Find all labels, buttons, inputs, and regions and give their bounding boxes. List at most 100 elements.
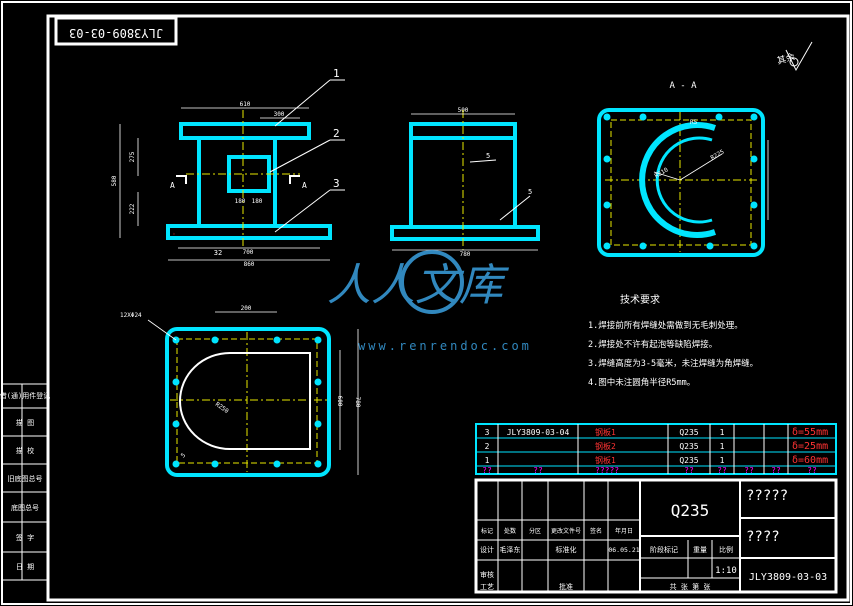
tech-item-1: 1.焊接前所有焊缝处需做到无毛刺处理。 xyxy=(588,320,743,331)
svg-text:Q235: Q235 xyxy=(679,456,698,465)
svg-text:200: 200 xyxy=(241,305,252,312)
svg-text:A: A xyxy=(302,181,307,190)
tech-item-4: 4.图中未注圆角半径R5mm。 xyxy=(588,377,695,388)
svg-text:??: ?? xyxy=(482,466,492,475)
svg-text:180: 180 xyxy=(252,198,263,205)
side-base-plate xyxy=(390,225,540,241)
leader-1: 1 xyxy=(333,67,340,80)
svg-text:12XΦ24: 12XΦ24 xyxy=(120,312,142,319)
svg-text:1: 1 xyxy=(485,456,490,465)
svg-text:275: 275 xyxy=(129,151,136,162)
svg-text:1: 1 xyxy=(720,442,725,451)
tech-title: 技术要求 xyxy=(620,293,660,306)
svg-text:5: 5 xyxy=(528,188,532,196)
svg-text:钢板1: 钢板1 xyxy=(595,455,616,465)
svg-text:610: 610 xyxy=(240,101,251,108)
svg-text:300: 300 xyxy=(274,111,285,118)
svg-text:780: 780 xyxy=(354,397,361,408)
watermark-cn: 人人文库 xyxy=(327,260,510,311)
svg-text:1: 1 xyxy=(720,428,725,437)
section-plate xyxy=(597,108,765,257)
strip-label-6: 日 期 xyxy=(16,563,34,571)
title-scale: 1:10 xyxy=(715,566,737,576)
title-drawing-no: JLY3809-03-03 xyxy=(749,572,827,583)
tech-requirements: 技术要求 1.焊接前所有焊缝处需做到无毛刺处理。 2.焊接处不许有起泡等缺陷焊接… xyxy=(588,293,758,388)
svg-text:222: 222 xyxy=(129,203,136,214)
svg-text:更改文件号: 更改文件号 xyxy=(551,527,581,535)
svg-text:R5: R5 xyxy=(690,119,698,126)
inner-frame xyxy=(46,14,850,602)
left-strip: 借(通)用件登记 描 图 描 校 旧底图总号 底图总号 签 字 日 期 xyxy=(0,383,50,581)
svg-text:580: 580 xyxy=(111,175,118,186)
strip-label-2: 描 校 xyxy=(16,446,34,455)
svg-text:??: ?? xyxy=(807,466,817,475)
svg-text:5: 5 xyxy=(180,452,188,460)
section-arc-inner xyxy=(655,136,713,224)
svg-text:??: ?? xyxy=(684,466,694,475)
svg-text:毛泽东: 毛泽东 xyxy=(500,545,521,554)
svg-text:共 张 第 张: 共 张 第 张 xyxy=(670,582,711,591)
svg-text:A: A xyxy=(170,181,175,190)
svg-text:阶段标记: 阶段标记 xyxy=(650,545,678,554)
svg-text:δ=60mm: δ=60mm xyxy=(792,455,828,466)
svg-text:R210: R210 xyxy=(654,166,670,179)
svg-text:标记: 标记 xyxy=(481,527,493,535)
bottom-view: 200 12XΦ24 R250 600 780 5 xyxy=(120,305,361,477)
front-column xyxy=(197,136,277,228)
title-name-1: ????? xyxy=(746,488,788,504)
svg-text:年月日: 年月日 xyxy=(615,527,633,535)
leader-3: 3 xyxy=(333,177,340,190)
svg-text:工艺: 工艺 xyxy=(480,583,494,591)
drawing-number-box xyxy=(54,16,178,46)
svg-text:处数: 处数 xyxy=(504,527,516,535)
svg-text:5: 5 xyxy=(486,152,490,160)
svg-text:??: ?? xyxy=(533,466,543,475)
svg-text:钢板2: 钢板2 xyxy=(595,441,616,451)
svg-text:钢板1: 钢板1 xyxy=(595,427,616,437)
front-view: 1 2 3 610 300 580 275 222 180 180 700 86… xyxy=(111,67,345,268)
title-name-2: ???? xyxy=(746,529,780,545)
svg-text:1: 1 xyxy=(720,456,725,465)
svg-text:Q235: Q235 xyxy=(679,428,698,437)
svg-text:Q235: Q235 xyxy=(679,442,698,451)
section-arc-outer xyxy=(639,122,716,238)
leader-2: 2 xyxy=(333,127,340,140)
svg-text:R250: R250 xyxy=(214,401,230,415)
svg-text:分区: 分区 xyxy=(529,527,541,535)
bottom-plate xyxy=(165,327,331,477)
svg-text:780: 780 xyxy=(460,251,471,258)
strip-label-4: 底图总号 xyxy=(11,503,39,512)
svg-text:32: 32 xyxy=(214,249,222,257)
tech-item-3: 3.焊缝高度为3-5毫米，未注焊缝为角焊缝。 xyxy=(588,358,758,369)
svg-text:700: 700 xyxy=(243,249,254,256)
strip-label-1: 描 图 xyxy=(16,418,34,427)
svg-text:??: ?? xyxy=(771,466,781,475)
bom-table: 3 JLY3809-03-04 钢板1 Q235 1 δ=55mm 2 钢板2 … xyxy=(475,423,837,475)
svg-text:δ=25mm: δ=25mm xyxy=(792,441,828,452)
svg-text:?????: ????? xyxy=(595,466,619,475)
svg-text:重量: 重量 xyxy=(693,546,707,554)
svg-text:2: 2 xyxy=(485,442,490,451)
svg-text:R225: R225 xyxy=(710,148,726,161)
svg-text:比例: 比例 xyxy=(719,545,733,554)
svg-text:??: ?? xyxy=(744,466,754,475)
watermark-logo-icon xyxy=(400,250,464,314)
watermark: 人人文库 www.renrendoc.com xyxy=(327,250,532,353)
front-base-plate xyxy=(166,224,332,240)
strip-label-5: 签 字 xyxy=(16,533,34,542)
svg-text:标准化: 标准化 xyxy=(556,545,577,554)
title-block: Q235 ????? ???? JLY3809-03-03 1:10 06.05… xyxy=(474,478,838,594)
svg-text:??: ?? xyxy=(717,466,727,475)
tech-item-2: 2.焊接处不许有起泡等缺陷焊接。 xyxy=(588,339,717,350)
strip-label-0: 借(通)用件登记 xyxy=(0,391,50,400)
title-date: 06.05.21 xyxy=(608,546,639,554)
svg-text:JLY3809-03-04: JLY3809-03-04 xyxy=(507,428,570,437)
watermark-url: www.renrendoc.com xyxy=(358,339,532,353)
svg-text:3: 3 xyxy=(485,428,490,437)
svg-text:◦: ◦ xyxy=(172,231,176,238)
svg-text:审核: 审核 xyxy=(480,570,494,579)
roughness-icon xyxy=(785,41,813,72)
section-view: A - A R225 R210 R5 xyxy=(597,81,769,257)
svg-text:批准: 批准 xyxy=(559,582,573,591)
